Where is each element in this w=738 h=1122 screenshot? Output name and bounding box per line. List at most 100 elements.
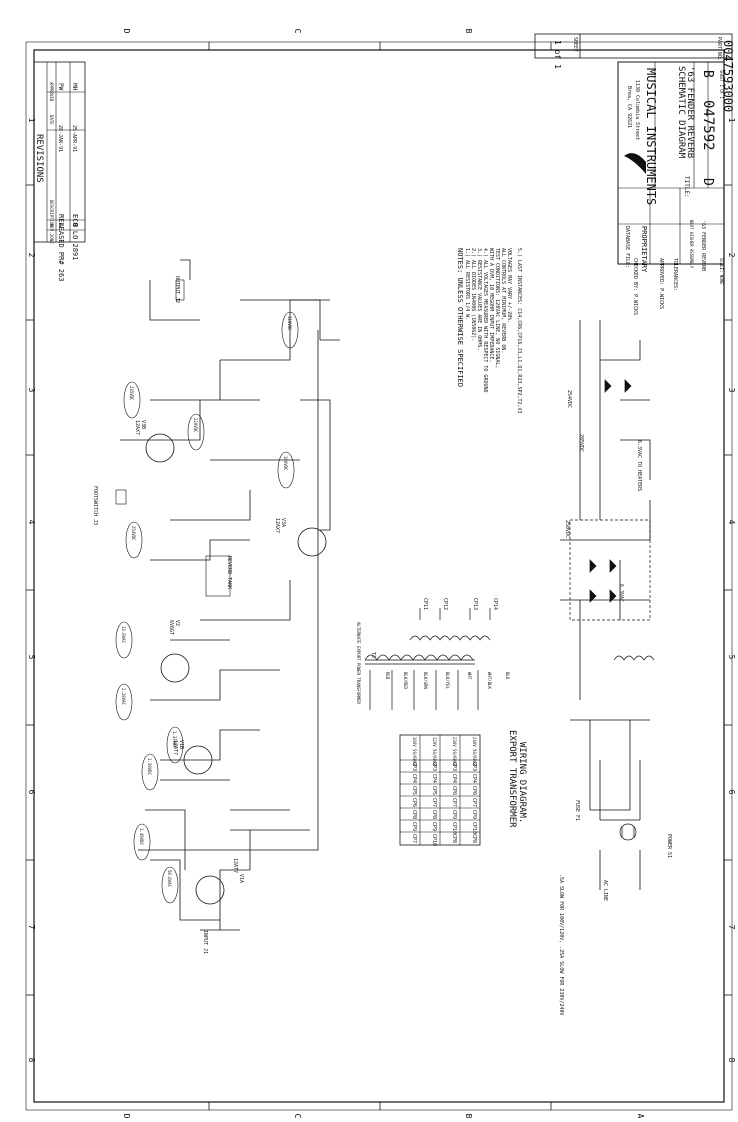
wiring-cell: CP7 bbox=[451, 798, 457, 807]
tap-label: CP13 bbox=[472, 598, 478, 610]
wiring-cell: CP7 bbox=[431, 798, 437, 807]
wiring-cell: CP10 bbox=[471, 822, 477, 834]
database-file: DATABASE FILE: bbox=[624, 226, 630, 268]
wiring-cell: CP4 bbox=[411, 774, 417, 783]
rev-letter: B bbox=[700, 70, 715, 78]
voltage-reading: 100VDC bbox=[283, 456, 288, 471]
voltage-labels: 58.8VAC 1.49VDC 1.39VDC 100VDC 118VDC 13… bbox=[121, 316, 292, 887]
power-supply-labels: .5A SLOW FOR 100V/120V, .25A SLOW FOR 23… bbox=[558, 390, 672, 1015]
checked-by: CHECKED BY: P.WICKS bbox=[632, 258, 638, 315]
notes-block: NOTES: UNLESS OTHERWISE SPECIFIED 1.) AL… bbox=[456, 248, 522, 414]
tube-v3a-ref: V3A bbox=[280, 518, 286, 527]
note-line-9: 5.) LAST INSTANCES: C14,CR6,CP16,J3,L1,Q… bbox=[516, 248, 522, 414]
wiring-cell: CP6 bbox=[411, 798, 417, 807]
rev-header-description: DESCRIPTION bbox=[49, 200, 54, 227]
export-title-1: EXPORT TRANSFORMER bbox=[507, 730, 517, 828]
rev-header-approved: APPROVED bbox=[49, 82, 54, 102]
proprietary-label: PROPRIETARY bbox=[640, 226, 648, 273]
tube-v1b-ref: V1B bbox=[178, 740, 184, 749]
zone-labels: D C B D C B A 1 2 3 4 5 6 7 8 1 2 3 4 5 … bbox=[27, 29, 736, 1119]
tube-v1a-ref: V1A bbox=[238, 874, 244, 883]
note-line-6: TEST CONDITIONS: 120VAC LINE, NO SIGNAL, bbox=[494, 248, 500, 368]
tube-v1a-type: 12AT7 bbox=[232, 858, 238, 873]
tube-v3b-ref: V3B bbox=[140, 420, 146, 429]
wire-color: BLK bbox=[505, 672, 510, 680]
zone-col-5-left: 5 bbox=[27, 655, 36, 660]
company-address-1: 1130 Columbia Street bbox=[634, 80, 640, 140]
rev-header-rev: REV. bbox=[49, 224, 54, 234]
wiring-cell: CP4 bbox=[431, 774, 437, 783]
voltage-reading: 235VDC bbox=[129, 386, 134, 401]
voltage-reading: 1.37VDC bbox=[172, 731, 177, 748]
footswitch-jack-label: FOOTSWITCH J3 bbox=[92, 486, 98, 525]
company-address-2: Brea, CA 92621 bbox=[626, 86, 632, 128]
part-no-label: PART NO. bbox=[716, 37, 722, 61]
tap-label: CP11 bbox=[422, 598, 428, 610]
jacks: INPUT J1 OUTPUT J2 FOOTSWITCH J3 REVERB … bbox=[92, 276, 232, 954]
zone-col-6-right: 6 bbox=[727, 790, 736, 795]
export-transformer-ref: T3 bbox=[370, 652, 376, 658]
revisions-title: REVISIONS bbox=[34, 134, 44, 183]
sheet-label: SHEET bbox=[572, 37, 578, 52]
footswitch-jack-icon bbox=[115, 489, 127, 505]
voltage-reading: 254VDC bbox=[131, 526, 136, 541]
note-line-8: VOLTAGES MAY VARY +/-20%. bbox=[506, 248, 512, 323]
voltage-reading: 1.39VDC bbox=[147, 758, 152, 775]
zone-col-1-right: 1 bbox=[727, 118, 736, 123]
size-letter: D bbox=[700, 178, 715, 186]
wiring-cell: CP3 bbox=[451, 762, 457, 771]
scale-label: SCALE: NONE bbox=[719, 258, 724, 285]
tube-v2-type: 6V6GT bbox=[168, 620, 174, 635]
zone-row-b-bottom: B bbox=[464, 1114, 473, 1119]
fender-logo-icon bbox=[624, 153, 646, 174]
input-jack-label: INPUT J1 bbox=[202, 930, 208, 954]
note-line-5: WITH A DVM, 10 MEGOHM INPUT IMPEDANCE. bbox=[488, 248, 494, 362]
sheet-count: 1 of 1 bbox=[553, 40, 562, 69]
zone-col-1-left: 1 bbox=[27, 118, 36, 123]
product-name: '63 FENDER REVERB bbox=[700, 220, 706, 271]
note-line-1: 1.) ALL RESISTORS 1/4 W. bbox=[464, 248, 470, 320]
wiring-cell: CP3 bbox=[411, 762, 417, 771]
zone-col-2-right: 2 bbox=[727, 253, 736, 258]
title-line-1: '63 FENDER REVERB bbox=[685, 66, 695, 158]
supply-point: 6.3VAC bbox=[618, 584, 624, 602]
wire-color: RED bbox=[385, 672, 390, 680]
wiring-cell: CP3 bbox=[431, 762, 437, 771]
tubes bbox=[145, 433, 327, 905]
wiring-col-230v: 230V 50/60HZ bbox=[452, 737, 457, 766]
output-jack-icon bbox=[175, 279, 185, 301]
rev-row-a-description: RELEASED PR# 263 bbox=[57, 214, 65, 281]
zone-row-d-top: D bbox=[122, 29, 131, 34]
rev-row-a-approved: PW bbox=[57, 83, 64, 91]
wiring-cell: CP8 bbox=[411, 810, 417, 819]
reverb-tank-label: REVERB TANK bbox=[226, 556, 232, 589]
rev-row-b-date: 25-APR-91 bbox=[71, 125, 77, 152]
schematic-wiring bbox=[120, 259, 651, 931]
tube-v3a-icon bbox=[297, 527, 327, 557]
wiring-cell: CP10 bbox=[431, 834, 437, 846]
wiring-cell: CP7 bbox=[411, 834, 417, 843]
wiring-cell: CP5 bbox=[411, 786, 417, 795]
wiring-cell: CP8 bbox=[431, 810, 437, 819]
note-line-7: ALL CONTROLS AT MINIMUM, REVERB ON. bbox=[500, 248, 506, 353]
drawing-border bbox=[25, 41, 733, 1111]
tap-label: CP12 bbox=[442, 598, 448, 610]
tube-v3b-type: 12AX7 bbox=[134, 420, 140, 435]
note-line-3: 3.) RESISTANCE VALUES ARE IN OHMS. bbox=[476, 248, 482, 350]
notes-heading: NOTES: UNLESS OTHERWISE SPECIFIED bbox=[456, 248, 464, 387]
wiring-col-100v: 100V 50/60HZ bbox=[412, 737, 417, 766]
power-switch-label: POWER S1 bbox=[666, 834, 672, 858]
tube-v1b-icon bbox=[183, 745, 213, 775]
note-line-2: 2.) ALL DIODES 1N4006 (1N5062). bbox=[470, 248, 476, 341]
ac-line-label: AC LINE bbox=[602, 880, 608, 901]
voltage-reading: 220VDC bbox=[193, 418, 198, 433]
power-section-symbols bbox=[569, 379, 655, 841]
zone-col-2-left: 2 bbox=[27, 253, 36, 258]
wire-color: BLK/GRN bbox=[423, 672, 428, 689]
ac-plug-icon bbox=[619, 823, 637, 841]
zone-col-8-left: 8 bbox=[27, 1058, 36, 1063]
company-name: MUSICAL INSTRUMENTS bbox=[644, 68, 658, 205]
part-number-block: PART NO. 0047593000 SHEET 1 of 1 bbox=[534, 33, 735, 112]
